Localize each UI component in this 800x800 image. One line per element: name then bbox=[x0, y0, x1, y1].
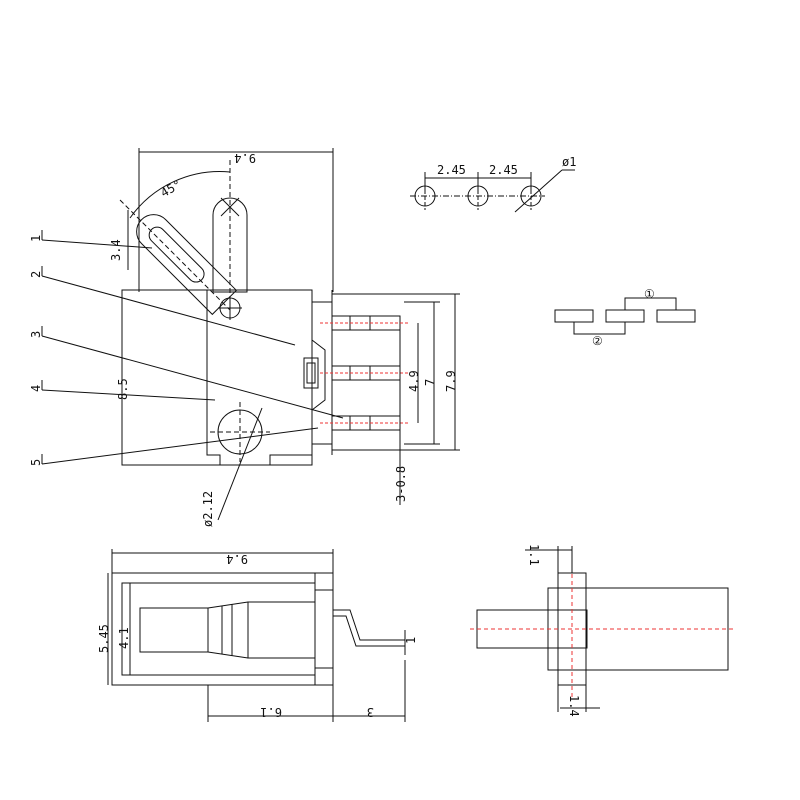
front-hole-dia: ø2.12 bbox=[201, 491, 215, 527]
mounting-hole-front bbox=[217, 409, 263, 455]
lever-tilted bbox=[136, 214, 238, 316]
pin-pitch-label: 4.9 bbox=[407, 370, 421, 392]
callout-4: 4 bbox=[29, 385, 43, 392]
contact-nc bbox=[554, 309, 594, 323]
top-width-label: 9.4 bbox=[226, 552, 248, 566]
contact-com bbox=[605, 309, 645, 323]
hole-dia-leader bbox=[514, 169, 563, 213]
lever-angle-arc bbox=[129, 171, 231, 219]
callout-2: 2 bbox=[29, 271, 43, 278]
mounting-pitch-left: 2.45 bbox=[437, 163, 466, 177]
front-width-label: 9.4 bbox=[234, 151, 256, 165]
top-inner-height-label: 4.1 bbox=[117, 627, 131, 649]
mounting-pitch-right: 2.45 bbox=[489, 163, 518, 177]
housing-cover bbox=[206, 290, 312, 466]
top-terminal bbox=[333, 609, 405, 641]
callouts: 1 2 3 4 5 bbox=[29, 230, 344, 466]
top-terminal-length: 3 bbox=[367, 705, 374, 719]
callout-3: 3 bbox=[29, 331, 43, 338]
actuator-window bbox=[303, 357, 319, 389]
slot-width-label: 3.4 bbox=[109, 239, 123, 261]
side-bottom-gap: 1.4 bbox=[567, 695, 581, 717]
switch-housing bbox=[121, 289, 313, 466]
lever-upright bbox=[212, 197, 248, 293]
side-view: 1.1 1.4 bbox=[470, 544, 735, 717]
contact-no bbox=[656, 309, 696, 323]
side-top-gap: 1.1 bbox=[527, 544, 541, 566]
schematic-link-2 bbox=[573, 322, 626, 335]
top-lever bbox=[139, 607, 209, 653]
mounting-dimensions: 2.45 2.45 ø1 bbox=[410, 155, 576, 213]
pin-span-label: 7 bbox=[423, 379, 437, 386]
top-lever-offset: 1 bbox=[404, 637, 418, 644]
top-view: 9.4 1 5.45 4.1 6.1 3 bbox=[97, 549, 418, 722]
schematic-node-1: ① bbox=[644, 287, 655, 301]
top-body bbox=[111, 572, 334, 686]
schematic-node-2: ② bbox=[592, 334, 603, 348]
top-body-length: 6.1 bbox=[260, 705, 282, 719]
callout-5: 5 bbox=[29, 459, 43, 466]
mounting-hole-dia: ø1 bbox=[562, 155, 576, 169]
lever-angle-label: 45° bbox=[158, 177, 184, 200]
schematic: ① ② bbox=[554, 287, 696, 348]
top-height-label: 5.45 bbox=[97, 624, 111, 653]
callout-1: 1 bbox=[29, 235, 43, 242]
front-view: 9.4 45° 3.4 bbox=[29, 148, 460, 527]
overall-span-label: 7.9 bbox=[444, 370, 458, 392]
schematic-link-1 bbox=[624, 297, 677, 310]
pin-width-label: 3-0.8 bbox=[394, 466, 408, 502]
front-height-label: 8.5 bbox=[116, 378, 130, 400]
